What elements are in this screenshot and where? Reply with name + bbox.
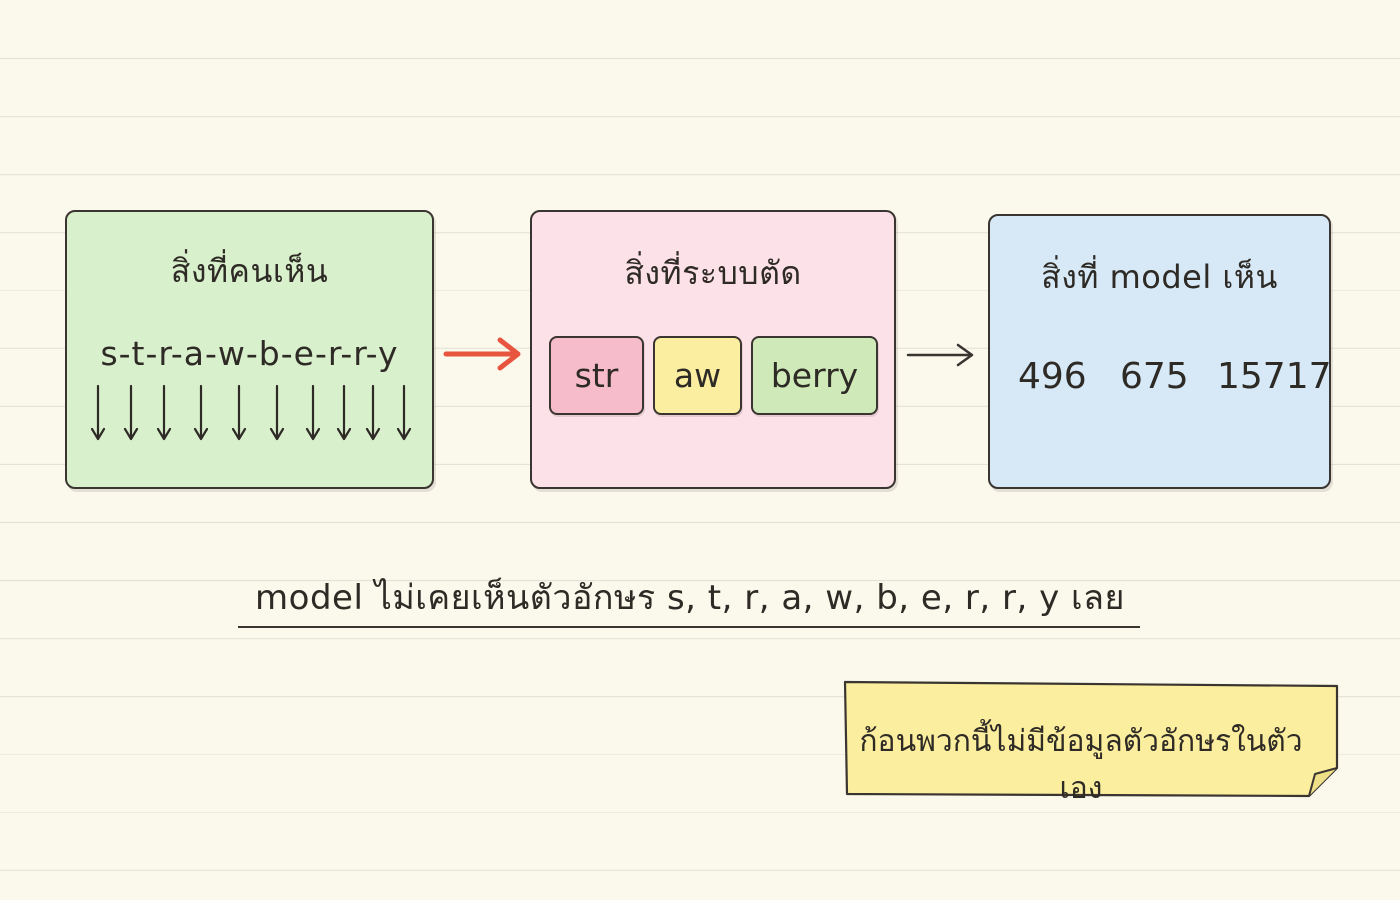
tokenizer-panel: สิ่งที่ระบบตัด str aw berry — [530, 210, 896, 489]
down-arrow-icon — [156, 384, 172, 441]
down-arrow-icon — [193, 384, 209, 441]
down-arrow-icon — [336, 384, 352, 441]
spelled-letters: s-t-r-a-w-b-e-r-r-y — [100, 334, 399, 373]
token-id: 15717 — [1217, 356, 1332, 397]
down-arrow-icon — [269, 384, 285, 441]
token-id: 496 — [1018, 356, 1087, 397]
tokenizer-title: สิ่งที่ระบบตัด — [624, 254, 802, 292]
caption: model ไม่เคยเห็นตัวอักษร s, t, r, a, w, … — [255, 578, 1125, 618]
sticky-note-text: ก้อนพวกนี้ไม่มีข้อมูลตัวอักษรในตัวเอง — [859, 724, 1303, 806]
down-arrows-icon — [90, 384, 412, 441]
sticky-note: ก้อนพวกนี้ไม่มีข้อมูลตัวอักษรในตัวเอง — [843, 680, 1339, 806]
token-chip: str — [549, 336, 644, 415]
down-arrow-icon — [305, 384, 321, 441]
down-arrow-icon — [231, 384, 247, 441]
down-arrow-icon — [123, 384, 139, 441]
arrow-right-icon — [906, 343, 974, 367]
model-view-panel: สิ่งที่ model เห็น 496 675 15717 — [988, 214, 1332, 489]
sticky-note-shape — [843, 680, 1339, 798]
down-arrow-icon — [365, 384, 381, 441]
red-arrow-icon — [443, 337, 521, 371]
token-id: 675 — [1120, 356, 1189, 397]
human-view-panel: สิ่งที่คนเห็น s-t-r-a-w-b-e-r-r-y — [65, 210, 434, 489]
down-arrow-icon — [396, 384, 412, 441]
model-view-title: สิ่งที่ model เห็น — [1041, 258, 1278, 296]
token-chip: aw — [653, 336, 742, 415]
caption-underline — [238, 626, 1140, 628]
down-arrow-icon — [90, 384, 106, 441]
human-view-title: สิ่งที่คนเห็น — [170, 252, 329, 290]
token-chip: berry — [751, 336, 878, 415]
